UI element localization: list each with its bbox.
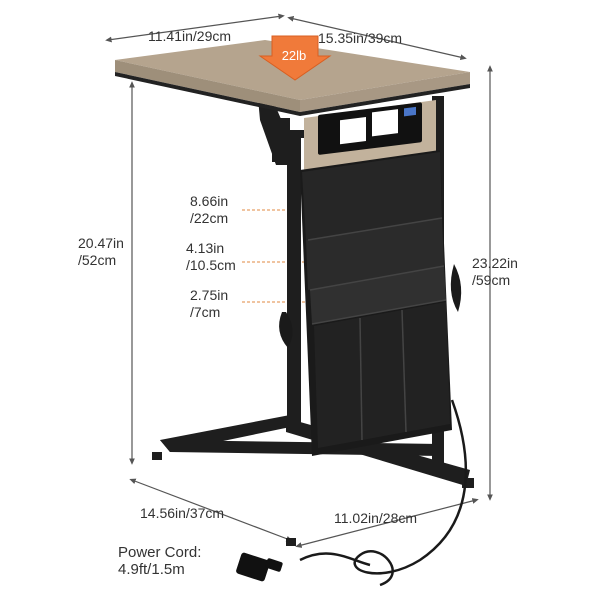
base-width-label: 11.02in/28cm — [334, 510, 418, 526]
load-capacity-badge: 22lb — [281, 48, 307, 63]
top-depth-label: 11.41in/29cm — [148, 28, 232, 44]
right-height-label: 23.22in /59cm — [472, 255, 518, 288]
base-depth-label: 14.56in/37cm — [140, 505, 225, 521]
storage-bag — [279, 150, 462, 456]
dimension-lines — [105, 13, 493, 548]
top-width-line — [287, 15, 467, 61]
left-height-label: 20.47in /52cm — [78, 235, 124, 268]
pocket1-label: 8.66in /22cm — [190, 193, 229, 226]
load-badge-arrow — [258, 35, 332, 81]
top-depth-line — [105, 13, 285, 43]
pocket3-label: 2.75in /7cm — [190, 287, 229, 320]
socket-1 — [340, 117, 366, 145]
plug — [236, 552, 283, 582]
power-cord-label: Power Cord: 4.9ft/1.5m — [118, 544, 202, 578]
left-strap — [279, 312, 293, 348]
right-strap — [450, 264, 462, 312]
top-width-label: 15.35in/39cm — [318, 30, 403, 46]
usb-ports — [404, 106, 416, 117]
table-top — [115, 40, 470, 116]
pocket2-label: 4.13in /10.5cm — [186, 240, 236, 273]
base-width-line — [295, 498, 479, 548]
power-cord — [299, 399, 468, 587]
socket-2 — [372, 109, 398, 137]
base-depth-line — [129, 478, 293, 542]
power-socket-panel — [304, 100, 436, 170]
